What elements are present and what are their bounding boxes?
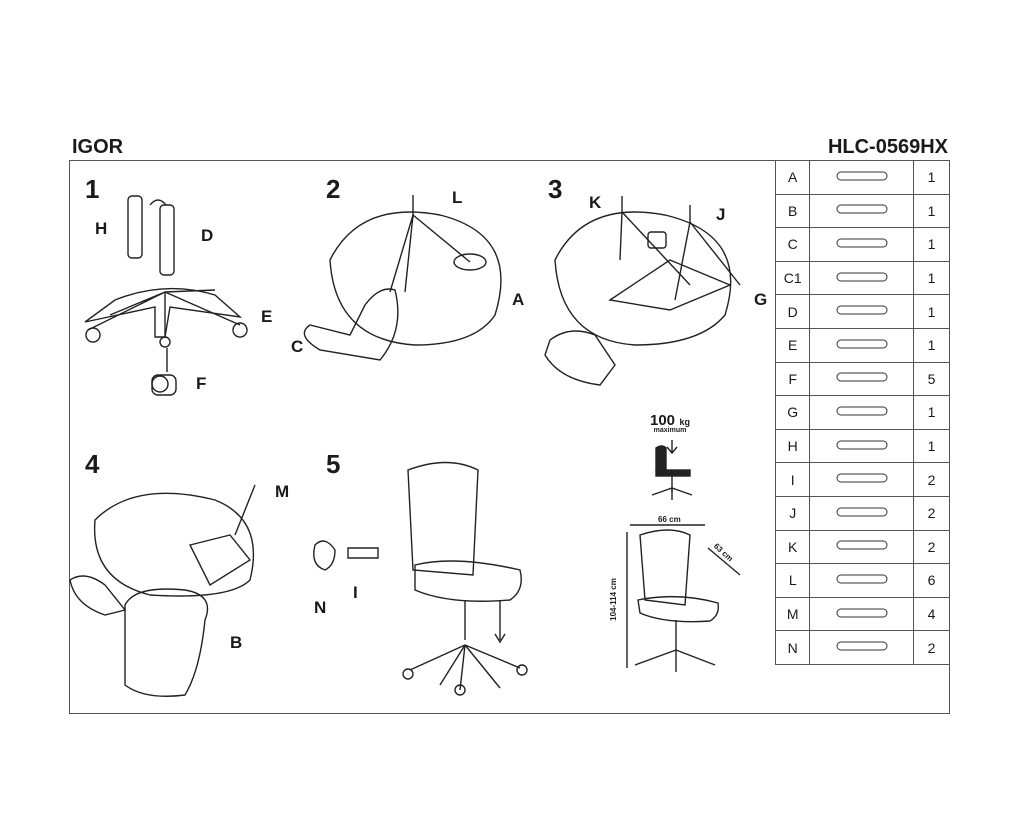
model-name: IGOR (72, 136, 124, 158)
part-quantity: 1 (912, 160, 951, 195)
part-code: I (774, 462, 811, 497)
part-quantity: 2 (912, 630, 951, 665)
step4-drawing (69, 484, 256, 697)
part-code: F (774, 361, 811, 397)
callout-label: I (353, 583, 358, 602)
callout-label: K (589, 193, 602, 212)
step1-drawing (84, 195, 248, 396)
step-number: 5 (326, 449, 341, 479)
callout-label: M (275, 482, 290, 501)
model-code: HLC-0569HX (827, 136, 948, 158)
bolt-icon (809, 495, 914, 531)
part-code: G (774, 395, 811, 430)
part-quantity: 4 (912, 596, 951, 632)
instruction-frame (69, 160, 950, 714)
callout-label: J (716, 205, 726, 224)
bolt-icon (809, 563, 914, 598)
step3-drawing (544, 196, 741, 386)
part-quantity: 6 (912, 563, 951, 598)
part-quantity: 2 (912, 495, 951, 531)
parts-row: C1 1 (774, 260, 951, 296)
cap-icon (809, 630, 914, 665)
dimension-width: 66 cm (658, 515, 681, 524)
callout-label: H (95, 219, 108, 238)
bolt-icon (809, 596, 914, 632)
part-quantity: 1 (912, 428, 951, 464)
part-quantity: 1 (912, 260, 951, 296)
step-number: 4 (85, 449, 100, 479)
part-code: B (774, 193, 811, 229)
part-code: C1 (774, 260, 811, 296)
callout-label: D (201, 226, 214, 245)
base-icon (809, 327, 914, 363)
caster-icon (809, 361, 914, 397)
part-quantity: 1 (912, 294, 951, 329)
part-code: H (774, 428, 811, 464)
capacity-chair-icon (651, 440, 693, 500)
part-quantity: 2 (912, 529, 951, 565)
step2-drawing (303, 195, 502, 361)
part-code: E (774, 327, 811, 363)
step5-drawing (313, 461, 528, 696)
callout-label: N (314, 598, 327, 617)
part-code: D (774, 294, 811, 329)
callout-label: C (291, 337, 304, 356)
armrest-icon (809, 227, 914, 262)
armrest-icon (809, 260, 914, 296)
step-number: 3 (548, 174, 563, 204)
part-quantity: 1 (912, 395, 951, 430)
callout-label: F (196, 374, 207, 393)
part-quantity: 1 (912, 327, 951, 363)
part-code: A (774, 160, 811, 195)
bolt-icon (809, 462, 914, 497)
dimension-drawing (626, 524, 741, 672)
part-code: C (774, 227, 811, 262)
part-code: N (774, 630, 811, 665)
callout-label: G (754, 290, 768, 309)
part-code: K (774, 529, 811, 565)
part-code: M (774, 596, 811, 632)
part-quantity: 1 (912, 193, 951, 229)
part-quantity: 2 (912, 462, 951, 497)
step-number: 2 (326, 174, 341, 204)
seat-icon (809, 160, 914, 195)
dimension-height: 104-114 cm (608, 578, 618, 621)
mechanism-icon (809, 395, 914, 430)
part-code: J (774, 495, 811, 531)
callout-label: L (452, 188, 463, 207)
cover-icon (809, 428, 914, 464)
step-number: 1 (85, 174, 100, 204)
callout-label: E (261, 307, 273, 326)
part-code: L (774, 563, 811, 598)
part-quantity: 5 (912, 361, 951, 397)
callout-label: A (512, 290, 525, 309)
gas-lift-icon (809, 294, 914, 329)
backrest-icon (809, 193, 914, 229)
weight-capacity: 100 kg maximum (650, 412, 690, 434)
part-quantity: 1 (912, 227, 951, 262)
callout-label: B (230, 633, 243, 652)
bolt-icon (809, 529, 914, 565)
